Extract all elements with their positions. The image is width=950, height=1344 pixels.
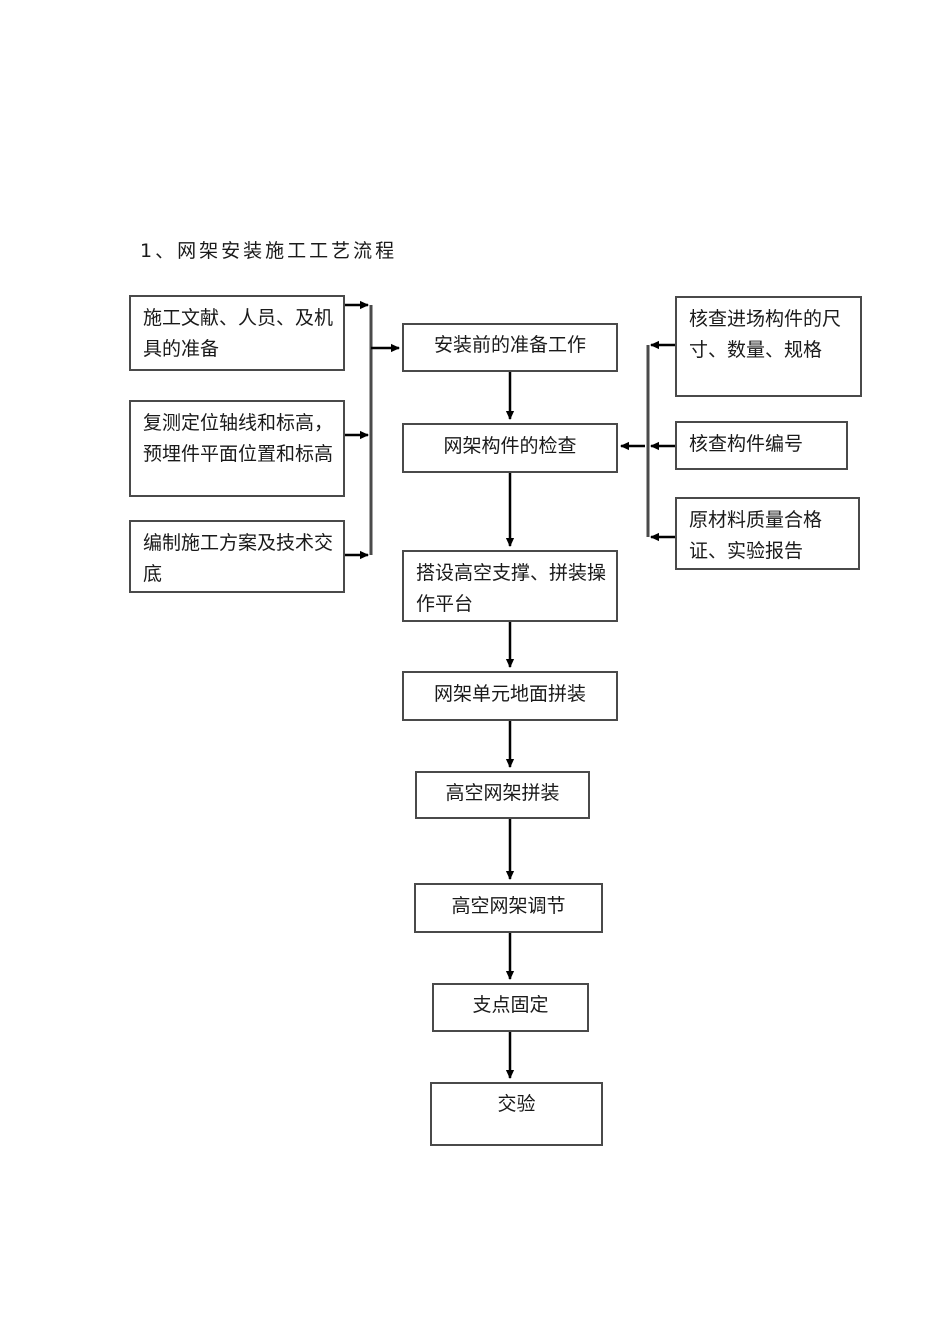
flow-node-step-6-label: 高空网架调节 bbox=[451, 895, 566, 917]
flow-node-right-1-label: 核查进场构件的尺寸、数量、规格 bbox=[689, 308, 842, 361]
flow-node-step-5[interactable]: 高空网架拼装 bbox=[415, 771, 590, 819]
flow-node-step-2-label: 网架构件的检查 bbox=[443, 435, 577, 457]
flow-node-step-8[interactable]: 交验 bbox=[430, 1082, 603, 1146]
flow-node-step-4[interactable]: 网架单元地面拼装 bbox=[402, 671, 618, 721]
flow-node-step-1-label: 安装前的准备工作 bbox=[433, 334, 586, 356]
flow-node-left-3-label: 编制施工方案及技术交底 bbox=[143, 532, 334, 585]
flow-node-left-3[interactable]: 编制施工方案及技术交底 bbox=[129, 520, 345, 593]
flow-node-step-7[interactable]: 支点固定 bbox=[432, 983, 589, 1032]
flow-node-right-1[interactable]: 核查进场构件的尺寸、数量、规格 bbox=[675, 296, 862, 397]
flow-node-step-8-label: 交验 bbox=[497, 1093, 536, 1115]
flow-node-left-2[interactable]: 复测定位轴线和标高，预埋件平面位置和标高 bbox=[129, 400, 345, 497]
flow-node-step-3-label: 搭设高空支撑、拼装操作平台 bbox=[416, 562, 607, 615]
flow-node-step-1[interactable]: 安装前的准备工作 bbox=[402, 323, 618, 372]
flow-node-right-2[interactable]: 核查构件编号 bbox=[675, 421, 848, 470]
flow-node-right-3[interactable]: 原材料质量合格证、实验报告 bbox=[675, 497, 860, 570]
flow-node-right-2-label: 核查构件编号 bbox=[689, 433, 804, 455]
flow-node-right-3-label: 原材料质量合格证、实验报告 bbox=[689, 509, 823, 562]
flow-node-step-5-label: 高空网架拼装 bbox=[445, 782, 560, 804]
flow-node-step-4-label: 网架单元地面拼装 bbox=[433, 683, 586, 705]
flow-node-left-1-label: 施工文献、人员、及机具的准备 bbox=[143, 307, 334, 360]
flow-node-step-2[interactable]: 网架构件的检查 bbox=[402, 423, 618, 473]
flow-node-left-2-label: 复测定位轴线和标高，预埋件平面位置和标高 bbox=[143, 412, 334, 465]
flow-node-step-7-label: 支点固定 bbox=[472, 994, 549, 1016]
page-title: 1、网架安装施工工艺流程 bbox=[140, 240, 398, 262]
flow-node-step-3[interactable]: 搭设高空支撑、拼装操作平台 bbox=[402, 550, 618, 622]
flow-node-left-1[interactable]: 施工文献、人员、及机具的准备 bbox=[129, 295, 345, 371]
flow-node-step-6[interactable]: 高空网架调节 bbox=[414, 883, 603, 933]
